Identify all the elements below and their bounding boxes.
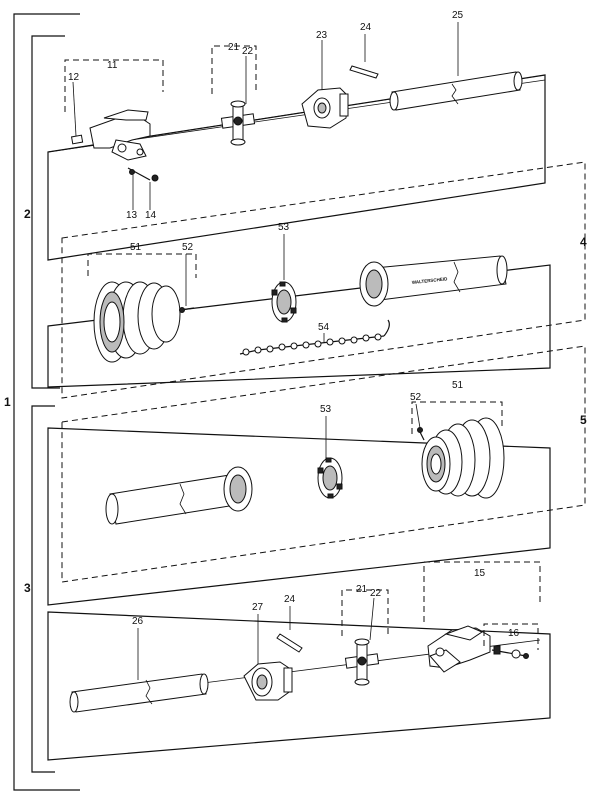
label-part-23: 23: [316, 30, 328, 41]
label-assembly-2: 2: [24, 207, 31, 221]
label-part-13: 13: [126, 210, 138, 221]
label-assembly-3: 3: [24, 581, 31, 595]
label-assembly-5: 5: [580, 413, 587, 427]
panel-lower-guard: [47, 427, 551, 606]
universal-cross-lower: [344, 638, 380, 686]
group-bracket-15: [423, 561, 541, 622]
universal-cross-upper: [220, 100, 256, 146]
bracket-assembly-2: [31, 35, 65, 389]
group-bracket-11: [64, 59, 164, 112]
label-part-22-upper: 22: [242, 46, 254, 57]
bearing-ring-lower: [317, 457, 343, 499]
guard-tube-upper: WALTERSCHEID: [359, 255, 508, 307]
label-part-15: 15: [474, 568, 486, 579]
inner-yoke-upper: [301, 87, 349, 129]
chain: [239, 319, 390, 356]
guard-cone-upper: [93, 281, 181, 363]
tube-upper: [389, 71, 523, 111]
spring-pin-lower: [276, 633, 303, 653]
guard-cone-lower: [421, 417, 505, 499]
bracket-assembly-3: [31, 405, 55, 773]
group-bracket-21-22-lower: [341, 589, 389, 636]
label-part-12: 12: [68, 72, 80, 83]
label-part-22-lower: 22: [370, 588, 382, 599]
label-part-26: 26: [132, 616, 144, 627]
panel-upper-shaft: [47, 74, 546, 261]
guard-outline-4: [61, 161, 586, 399]
guard-screw-lower: [417, 427, 425, 441]
brand-label-walterscheid: WALTERSCHEID: [412, 276, 449, 285]
yoke-upper: [70, 109, 151, 161]
label-part-24-lower: 24: [284, 594, 296, 605]
label-part-21-upper: 21: [228, 42, 240, 53]
label-part-21-lower: 21: [356, 584, 368, 595]
label-part-51-upper: 51: [130, 242, 142, 253]
group-bracket-51-52-upper: [87, 253, 197, 278]
label-part-24-upper: 24: [360, 22, 372, 33]
panel-lower-shaft: [47, 611, 551, 761]
label-part-51-lower: 51: [452, 380, 464, 391]
group-bracket-51-52-lower: [411, 401, 503, 434]
label-part-54: 54: [318, 322, 330, 333]
bracket-assembly-1: [13, 13, 80, 791]
guard-screw-upper: [179, 307, 195, 313]
inner-yoke-lower: [243, 661, 293, 701]
tube-lower: [69, 673, 209, 713]
label-part-25: 25: [452, 10, 464, 21]
label-part-14: 14: [145, 210, 157, 221]
label-assembly-1: 1: [4, 395, 11, 409]
label-part-16: 16: [508, 628, 520, 639]
guard-outline-5: [61, 345, 586, 583]
group-bracket-16: [483, 623, 539, 650]
label-assembly-4: 4: [580, 235, 587, 249]
group-bracket-21-22: [211, 45, 257, 94]
yoke-lower: [427, 625, 491, 673]
spring-pin-upper: [349, 65, 379, 79]
yoke-screw: [127, 167, 159, 182]
label-part-27: 27: [252, 602, 264, 613]
guard-tube-lower: [105, 466, 253, 525]
bearing-ring-upper: [271, 281, 297, 323]
label-part-53-upper: 53: [278, 222, 290, 233]
label-part-52-upper: 52: [182, 242, 194, 253]
label-part-11: 11: [107, 60, 118, 71]
label-part-52-lower: 52: [410, 392, 422, 403]
yoke-bolt-lower: [491, 645, 529, 659]
label-part-53-lower: 53: [320, 404, 332, 415]
